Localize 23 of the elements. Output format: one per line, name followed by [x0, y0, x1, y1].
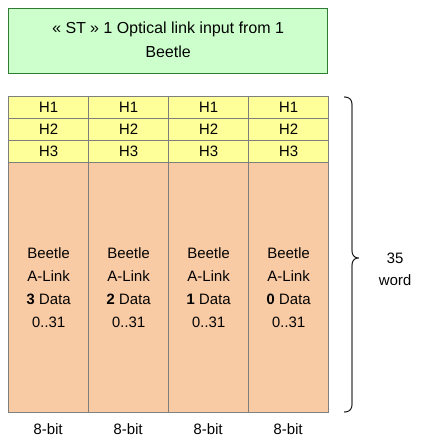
table-cell: H3 — [248, 140, 329, 163]
table-cell-text: Beetle A-Link 2 Data 0..31 — [105, 244, 152, 332]
brace-label: 35 word — [378, 249, 412, 291]
table-cell: H2 — [248, 118, 329, 141]
table-cell: H2 — [88, 118, 169, 141]
table-cell-text: Beetle A-Link 1 Data 0..31 — [185, 244, 232, 332]
table-cell: H3 — [8, 140, 89, 163]
title-text: « ST » 1 Optical link input from 1 Beetle — [51, 19, 285, 63]
table-cell: H1 — [248, 96, 329, 119]
column-label: 8-bit — [192, 421, 224, 438]
table-cell: H2 — [8, 118, 89, 141]
table-cell: H1 — [168, 96, 249, 119]
table-cell: H1 — [88, 96, 169, 119]
table-cell-text: Beetle A-Link 3 Data 0..31 — [25, 244, 72, 332]
column-label: 8-bit — [32, 421, 64, 438]
title-box — [8, 8, 328, 74]
table-cell: H3 — [88, 140, 169, 163]
column-label: 8-bit — [272, 421, 304, 438]
column-label: 8-bit — [112, 421, 144, 438]
table-cell: H1 — [8, 96, 89, 119]
table-cell-text: Beetle A-Link 0 Data 0..31 — [265, 244, 312, 332]
table-cell: H3 — [168, 140, 249, 163]
table-cell: H2 — [168, 118, 249, 141]
